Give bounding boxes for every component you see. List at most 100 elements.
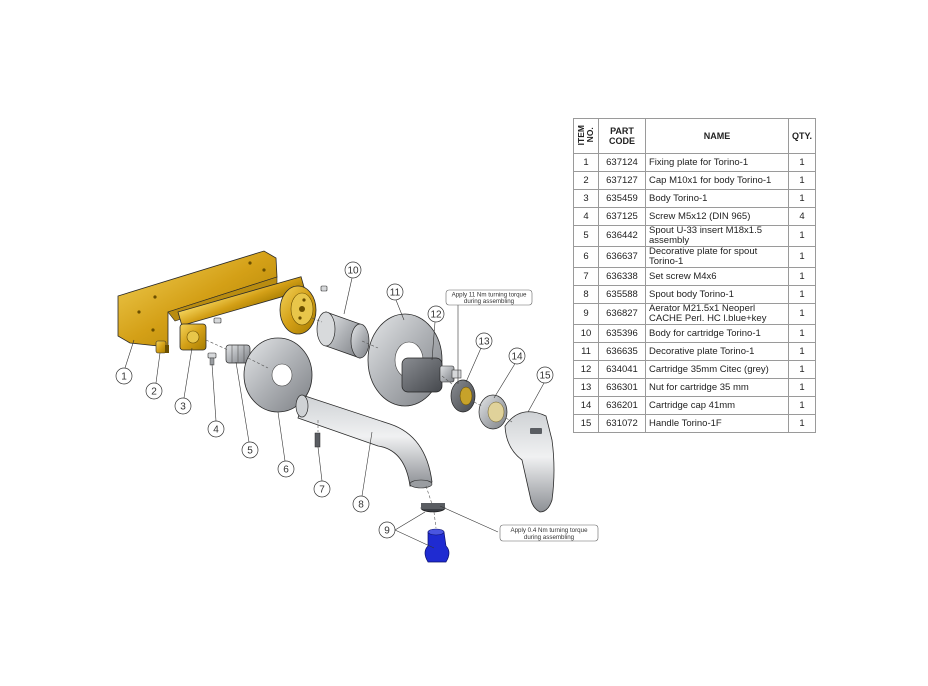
cartridge-nut xyxy=(450,379,476,413)
callout-8-label: 8 xyxy=(358,500,364,511)
bom-cell-name: Decorative plate Torino-1 xyxy=(645,342,789,361)
spout-decorative-plate xyxy=(243,337,313,413)
bom-cell-code: 636201 xyxy=(598,396,646,415)
callout-7: 7 xyxy=(313,480,331,498)
callout-2: 2 xyxy=(145,382,163,400)
callout-12-label: 12 xyxy=(430,310,442,321)
bom-cell-code: 636827 xyxy=(598,303,646,325)
callout-10: 10 xyxy=(344,261,362,279)
bom-cell-item: 8 xyxy=(573,285,599,304)
callout-9: 9 xyxy=(378,521,396,539)
bom-cell-qty: 1 xyxy=(787,153,817,172)
bom-cell-qty: 1 xyxy=(787,171,817,190)
cap xyxy=(155,340,169,354)
callout-15-label: 15 xyxy=(539,371,551,382)
bom-cell-code: 636637 xyxy=(598,246,646,268)
torque-note-cartridge: Apply 11 Nm turning torque during assemb… xyxy=(445,289,533,306)
callout-7-label: 7 xyxy=(319,485,325,496)
bom-cell-code: 636338 xyxy=(598,267,646,286)
bom-cell-code: 636635 xyxy=(598,342,646,361)
callout-13-label: 13 xyxy=(478,337,490,348)
bom-cell-qty: 1 xyxy=(787,360,817,379)
bom-cell-code: 631072 xyxy=(598,414,646,433)
callout-1-label: 1 xyxy=(121,372,127,383)
bom-cell-item: 2 xyxy=(573,171,599,190)
bom-cell-code: 636442 xyxy=(598,225,646,247)
bom-cell-name: Set screw M4x6 xyxy=(645,267,789,286)
bom-cell-item: 15 xyxy=(573,414,599,433)
bom-cell-name: Body for cartridge Torino-1 xyxy=(645,324,789,343)
callout-3: 3 xyxy=(174,397,192,415)
bom-cell-name: Spout body Torino-1 xyxy=(645,285,789,304)
bom-cell-name: Cap M10x1 for body Torino-1 xyxy=(645,171,789,190)
spout-body xyxy=(295,394,433,489)
callout-2-label: 2 xyxy=(151,387,157,398)
torque-note-aerator-line1: Apply 0.4 Nm turning torque xyxy=(510,527,588,534)
assembly-axes xyxy=(205,317,513,529)
cartridge-body xyxy=(316,311,370,359)
mixer-body xyxy=(177,276,317,351)
bom-cell-item: 10 xyxy=(573,324,599,343)
bom-cell-code: 635459 xyxy=(598,189,646,208)
bom-cell-name: Spout U-33 insert M18x1.5 assembly xyxy=(645,225,789,247)
bom-cell-code: 635588 xyxy=(598,285,646,304)
bom-cell-item: 3 xyxy=(573,189,599,208)
bom-cell-qty: 1 xyxy=(787,246,817,268)
bom-cell-item: 5 xyxy=(573,225,599,247)
callout-4-label: 4 xyxy=(213,425,219,436)
callout-5-label: 5 xyxy=(247,446,253,457)
bom-cell-item: 11 xyxy=(573,342,599,361)
bom-header-qty: QTY. xyxy=(787,118,817,154)
bom-cell-item: 13 xyxy=(573,378,599,397)
callout-11: 11 xyxy=(386,283,404,301)
bom-cell-item: 6 xyxy=(573,246,599,268)
bom-cell-code: 637127 xyxy=(598,171,646,190)
bom-cell-item: 9 xyxy=(573,303,599,325)
callout-6-label: 6 xyxy=(283,465,289,476)
bom-cell-qty: 1 xyxy=(787,414,817,433)
callout-3-label: 3 xyxy=(180,402,186,413)
callout-12: 12 xyxy=(427,305,445,323)
callout-5: 5 xyxy=(241,441,259,459)
torque-note-cartridge-line2: during assembling xyxy=(464,298,515,305)
bom-cell-qty: 1 xyxy=(787,285,817,304)
handle xyxy=(504,411,555,513)
bom-cell-code: 634041 xyxy=(598,360,646,379)
bom-cell-item: 14 xyxy=(573,396,599,415)
bom-cell-qty: 1 xyxy=(787,396,817,415)
callout-4: 4 xyxy=(207,420,225,438)
bom-cell-qty: 1 xyxy=(787,303,817,325)
bom-cell-item: 4 xyxy=(573,207,599,226)
bom-cell-name: Handle Torino-1F xyxy=(645,414,789,433)
bom-cell-name: Aerator M21.5x1 Neoperl CACHE Perl. HC l… xyxy=(645,303,789,325)
bom-cell-name: Body Torino-1 xyxy=(645,189,789,208)
bom-cell-qty: 1 xyxy=(787,267,817,286)
cartridge xyxy=(401,357,462,393)
bom-cell-qty: 1 xyxy=(787,378,817,397)
callout-9-label: 9 xyxy=(384,526,390,537)
callout-11-label: 11 xyxy=(390,288,401,299)
bom-cell-item: 1 xyxy=(573,153,599,172)
bom-cell-name: Nut for cartridge 35 mm xyxy=(645,378,789,397)
callout-8: 8 xyxy=(352,495,370,513)
torque-note-cartridge-line1: Apply 11 Nm turning torque xyxy=(452,292,527,299)
bom-cell-name: Cartridge cap 41mm xyxy=(645,396,789,415)
bom-cell-qty: 1 xyxy=(787,225,817,247)
leader-lines xyxy=(124,277,545,549)
